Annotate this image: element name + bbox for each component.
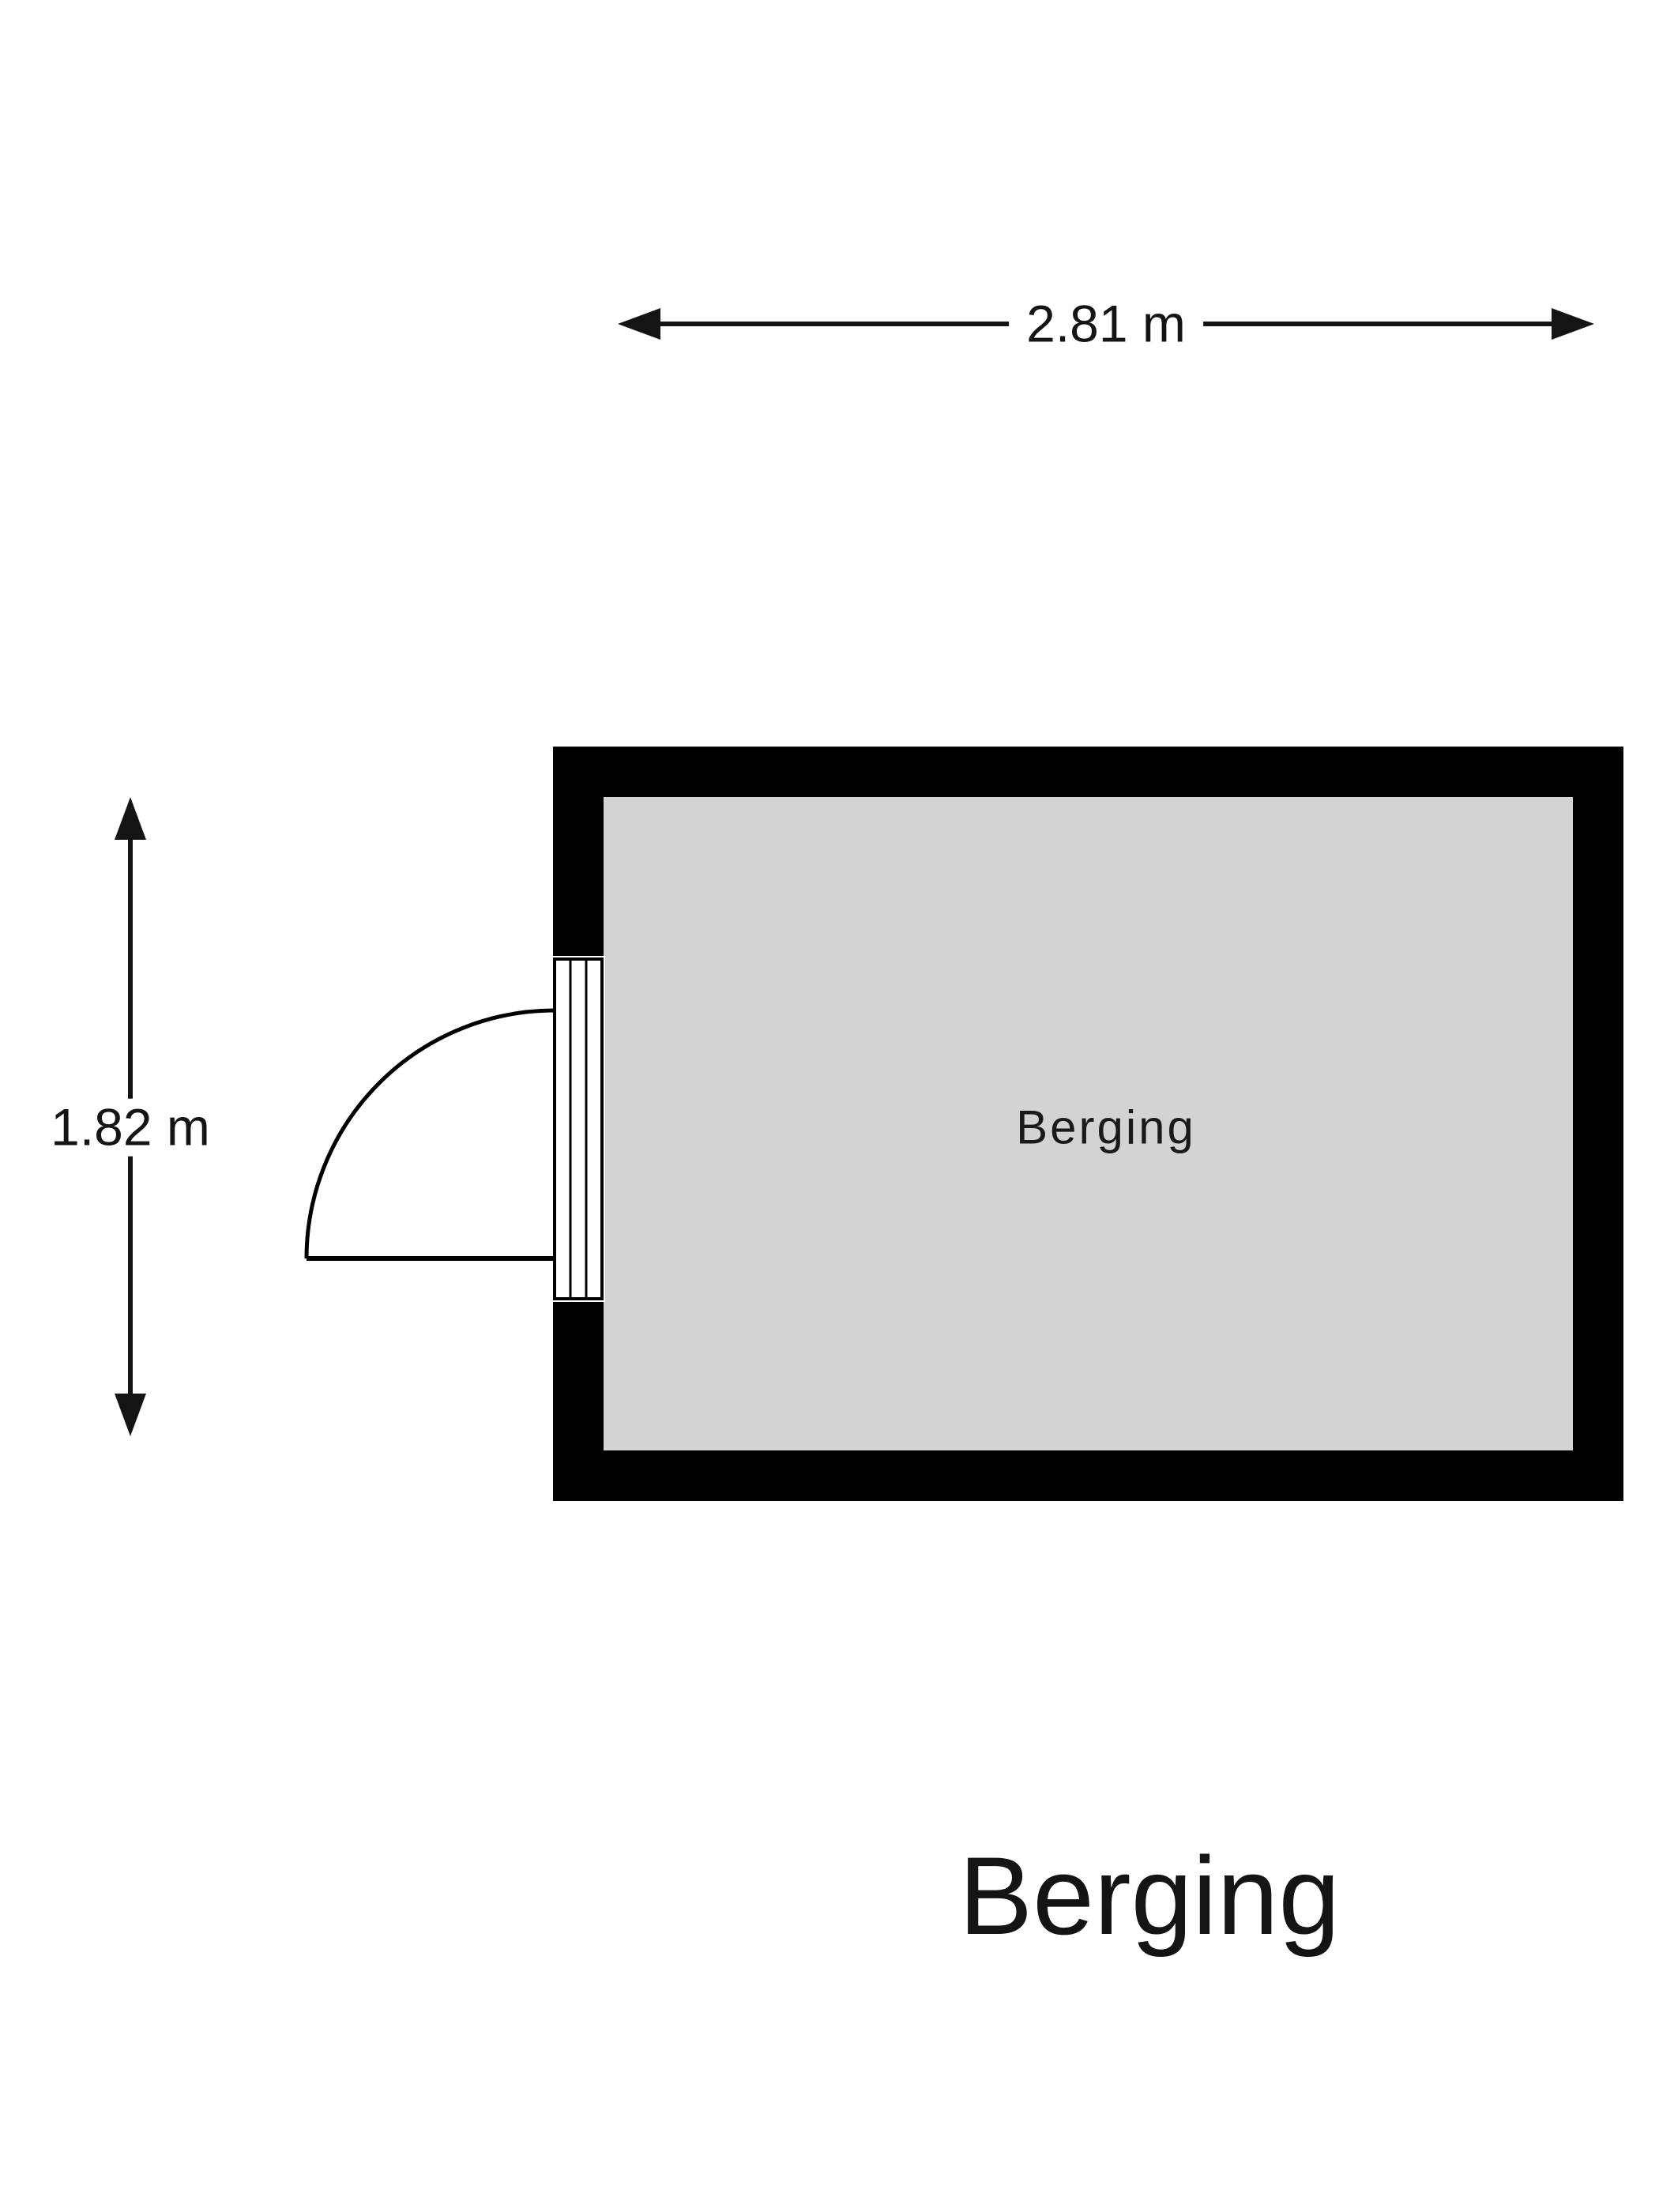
height-dimension-label: 1.82 m — [33, 1099, 228, 1157]
plan-title: Berging — [958, 1834, 1341, 1958]
width-dimension-label: 2.81 m — [1009, 295, 1203, 353]
arrow-left-icon — [618, 308, 660, 340]
arrow-right-icon — [1552, 308, 1594, 340]
arrow-down-icon — [115, 1394, 146, 1436]
door-frame — [553, 957, 604, 1300]
room-label: Berging — [1016, 1100, 1196, 1154]
room-floor — [604, 797, 1573, 1450]
arrow-up-icon — [115, 797, 146, 840]
door-swing-arc — [304, 1008, 555, 1259]
